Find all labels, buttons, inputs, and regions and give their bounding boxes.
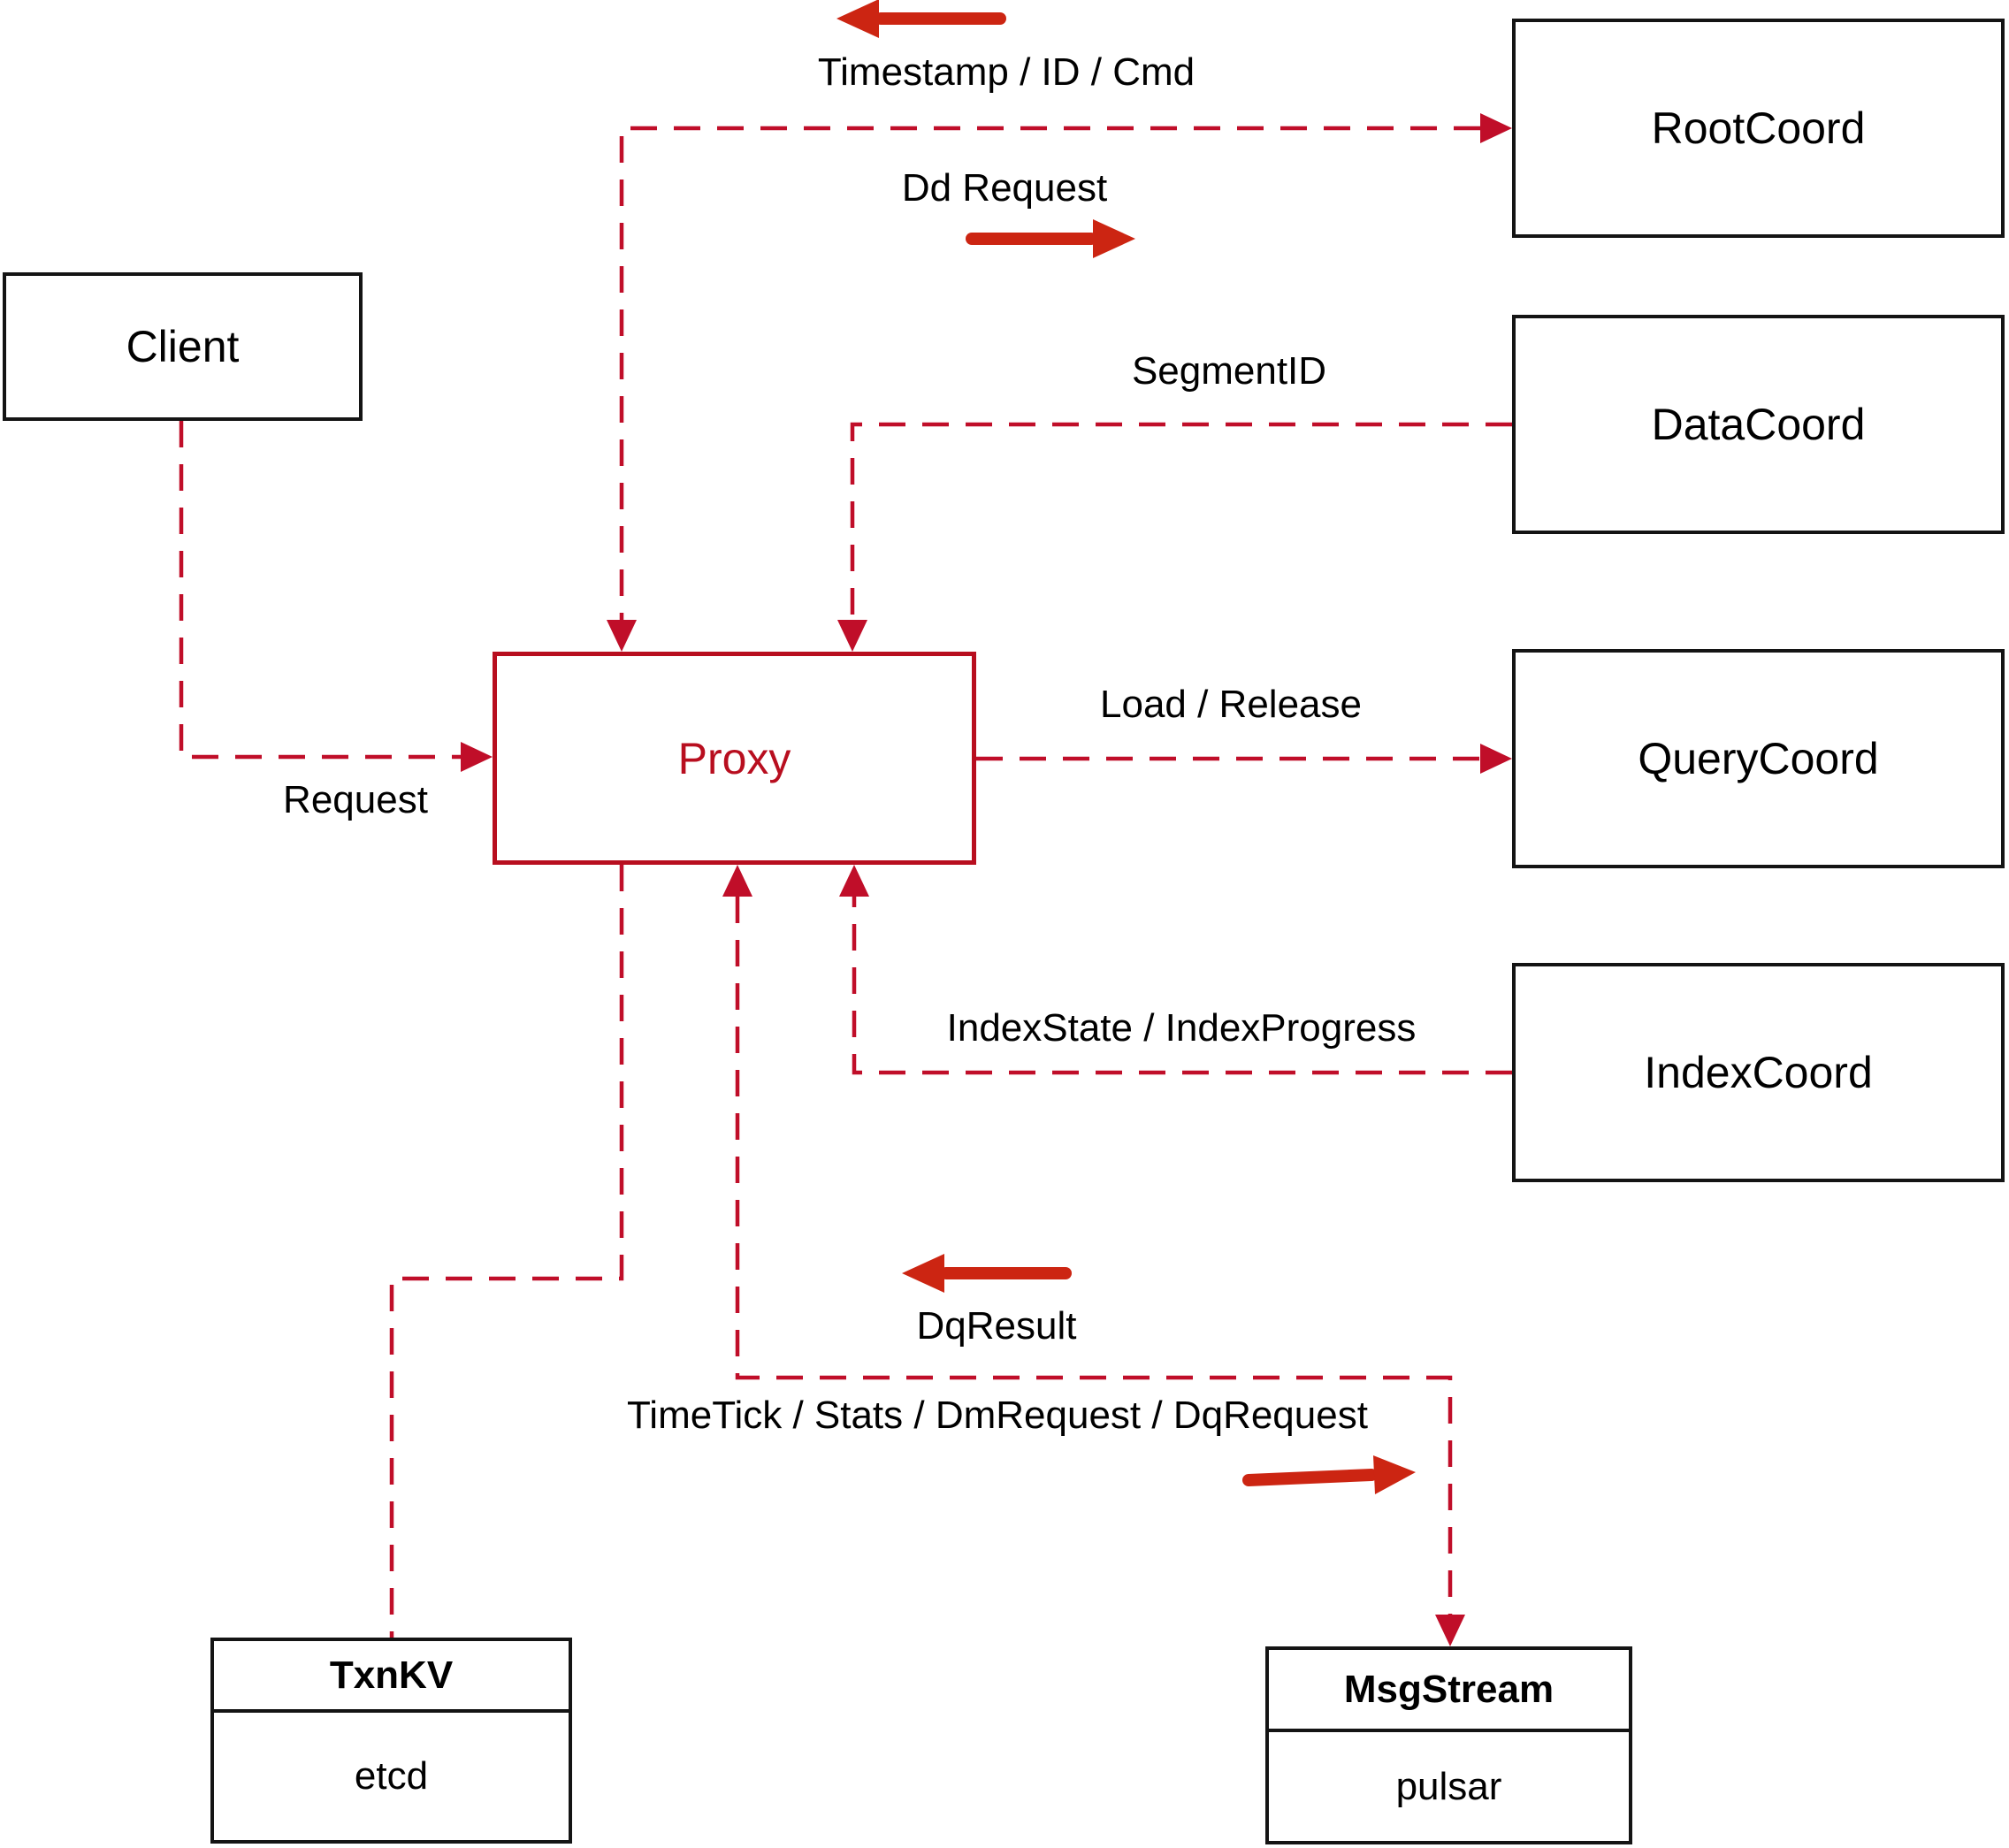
edge-label-segment-id: SegmentID — [1131, 349, 1327, 393]
node-proxy: Proxy — [493, 652, 976, 865]
arrowhead-into-msgstream — [1435, 1615, 1465, 1646]
edge-proxy-rootcoord — [619, 126, 1480, 620]
node-rootcoord-label: RootCoord — [1651, 103, 1866, 153]
node-txnkv-impl: etcd — [354, 1754, 429, 1798]
node-rootcoord: RootCoord — [1512, 19, 2005, 238]
arrowhead-rootcoord-line-into-proxy — [607, 620, 637, 652]
edge-label-time-tick: TimeTick / Stats / DmRequest / DqRequest — [627, 1394, 1368, 1437]
edge-client-proxy — [179, 421, 461, 760]
edge-label-load-release: Load / Release — [1100, 683, 1362, 726]
node-msgstream-title: MsgStream — [1269, 1650, 1629, 1732]
edge-label-index-state: IndexState / IndexProgress — [946, 1006, 1417, 1050]
node-querycoord-label: QueryCoord — [1638, 734, 1879, 783]
arrowhead-indexstate-into-proxy — [839, 865, 869, 897]
edge-label-request: Request — [283, 778, 428, 821]
node-indexcoord-label: IndexCoord — [1644, 1048, 1873, 1097]
edge-indexcoord-proxy — [852, 897, 1512, 1075]
node-client: Client — [3, 272, 363, 421]
edge-label-timestamp: Timestamp / ID / Cmd — [817, 50, 1195, 94]
edge-proxy-txnkv — [389, 865, 624, 1638]
arrowhead-request-into-proxy — [461, 742, 493, 772]
arrowhead-into-querycoord — [1480, 744, 1512, 774]
node-txnkv-title: TxnKV — [214, 1641, 569, 1713]
arrowhead-dqresult-into-proxy — [722, 865, 752, 897]
arrowhead-into-rootcoord — [1480, 113, 1512, 143]
edge-proxy-msgstream — [735, 897, 1453, 1615]
direction-arrow-dqresult-left — [902, 1254, 1072, 1293]
node-client-label: Client — [126, 322, 240, 371]
node-msgstream-impl: pulsar — [1395, 1764, 1502, 1808]
edge-label-dq-result: DqResult — [916, 1304, 1077, 1348]
direction-arrow-ddrequest-right — [966, 219, 1135, 258]
direction-arrow-dqrequest-right — [1242, 1455, 1416, 1494]
node-datacoord: DataCoord — [1512, 315, 2005, 534]
edge-datacoord-proxy — [850, 422, 1512, 620]
node-indexcoord: IndexCoord — [1512, 963, 2005, 1182]
direction-arrow-timestamp-left — [836, 0, 1006, 38]
node-txnkv: TxnKV etcd — [210, 1638, 572, 1844]
edge-label-dd-request: Dd Request — [901, 166, 1108, 210]
node-msgstream: MsgStream pulsar — [1265, 1646, 1632, 1844]
arrowhead-segmentid-into-proxy — [837, 620, 867, 652]
node-querycoord: QueryCoord — [1512, 649, 2005, 868]
node-proxy-label: Proxy — [677, 733, 791, 783]
node-datacoord-label: DataCoord — [1651, 400, 1866, 449]
